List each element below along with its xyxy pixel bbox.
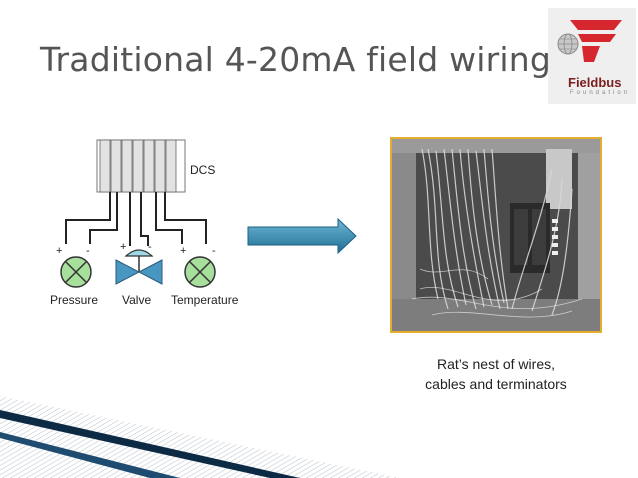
pressure-minus-label: - <box>86 245 90 257</box>
valve-icon <box>115 249 163 285</box>
wiring-diagram: DCS + - + - + - <box>50 139 239 307</box>
fieldbus-logo: Fieldbus Foundation <box>548 8 636 104</box>
temperature-plus-label: + <box>180 245 186 257</box>
corner-decoration <box>0 396 400 478</box>
temperature-transmitter-icon <box>184 256 216 288</box>
field-wires <box>65 192 207 246</box>
caption-line-1: Rat’s nest of wires, <box>436 356 555 372</box>
pressure-plus-label: + <box>56 245 62 257</box>
logo-tagline: Foundation <box>570 90 631 96</box>
logo-wordmark: Fieldbus <box>568 75 622 90</box>
right-arrow-icon <box>247 218 357 254</box>
valve-label: Valve <box>122 293 151 307</box>
photo-caption: Rat’s nest of wires, cables and terminat… <box>390 354 602 394</box>
temperature-label: Temperature <box>171 293 239 307</box>
slide-title: Traditional 4-20mA field wiring <box>40 40 552 79</box>
caption-line-2: cables and terminators <box>425 376 567 392</box>
valve-minus-label: - <box>148 241 152 253</box>
pressure-label: Pressure <box>50 293 98 307</box>
fieldbus-globe-icon <box>557 20 622 62</box>
dcs-label: DCS <box>190 163 215 177</box>
pressure-transmitter-icon <box>60 256 92 288</box>
wiring-cabinet-photo <box>390 137 602 333</box>
wiring-cabinet-image <box>392 139 600 331</box>
temperature-minus-label: - <box>212 245 216 257</box>
valve-plus-label: + <box>120 241 126 253</box>
dcs-terminal-block <box>96 139 186 193</box>
